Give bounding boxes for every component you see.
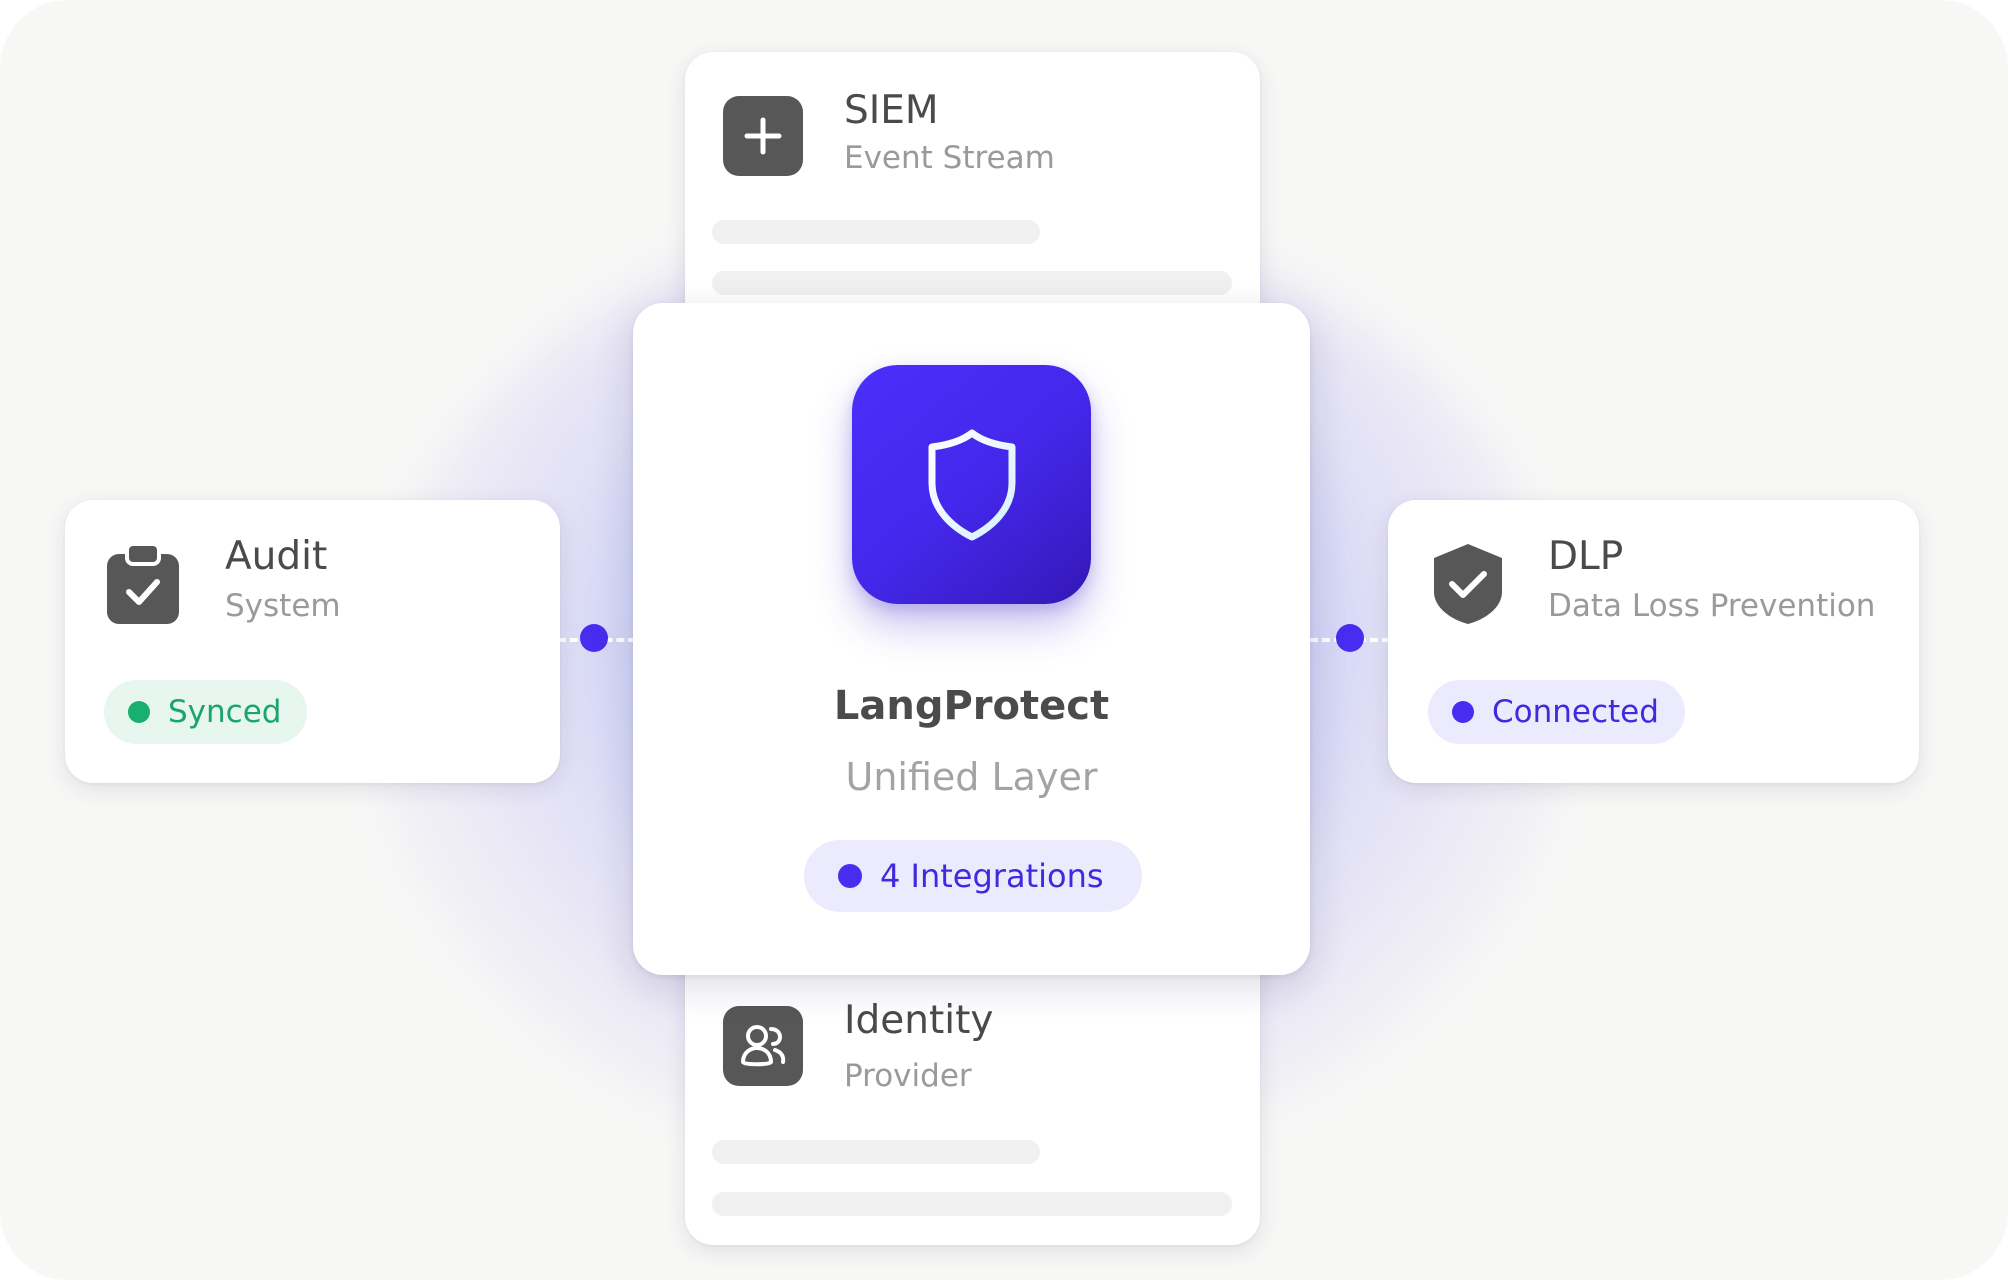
dlp-card[interactable]: DLP Data Loss Prevention Connected — [1388, 500, 1919, 783]
status-label: Connected — [1492, 694, 1659, 730]
status-dot — [1452, 701, 1474, 723]
status-dot — [128, 701, 150, 723]
audit-card[interactable]: Audit System Synced — [65, 500, 560, 783]
users-icon — [723, 1006, 803, 1086]
plus-icon — [723, 96, 803, 176]
shield-icon — [852, 365, 1091, 604]
audit-subtitle: System — [225, 588, 341, 624]
integrations-count-label: 4 Integrations — [880, 857, 1104, 895]
audit-title: Audit — [225, 534, 328, 579]
dlp-subtitle: Data Loss Prevention — [1548, 588, 1876, 624]
identity-subtitle: Provider — [844, 1058, 972, 1094]
integrations-count-badge[interactable]: 4 Integrations — [804, 840, 1142, 912]
dlp-connector-node — [1336, 624, 1364, 652]
skeleton-line — [712, 220, 1040, 244]
connected-status-badge: Connected — [1428, 680, 1685, 744]
skeleton-line — [712, 271, 1232, 295]
synced-status-badge: Synced — [104, 680, 308, 744]
siem-title: SIEM — [844, 88, 939, 133]
siem-subtitle: Event Stream — [844, 140, 1055, 176]
shield-check-icon — [1430, 542, 1506, 626]
status-dot — [838, 864, 862, 888]
status-label: Synced — [168, 694, 282, 730]
product-title: LangProtect — [833, 683, 1110, 729]
identity-card[interactable]: Identity Provider — [685, 940, 1260, 1245]
clipboard-check-icon — [105, 542, 181, 626]
identity-title: Identity — [844, 998, 994, 1043]
siem-card[interactable]: SIEM Event Stream — [685, 52, 1260, 340]
audit-connector-node — [580, 624, 608, 652]
product-subtitle: Unified Layer — [845, 755, 1098, 799]
dlp-title: DLP — [1548, 534, 1624, 579]
skeleton-line — [712, 1140, 1040, 1164]
skeleton-line — [712, 1192, 1232, 1216]
